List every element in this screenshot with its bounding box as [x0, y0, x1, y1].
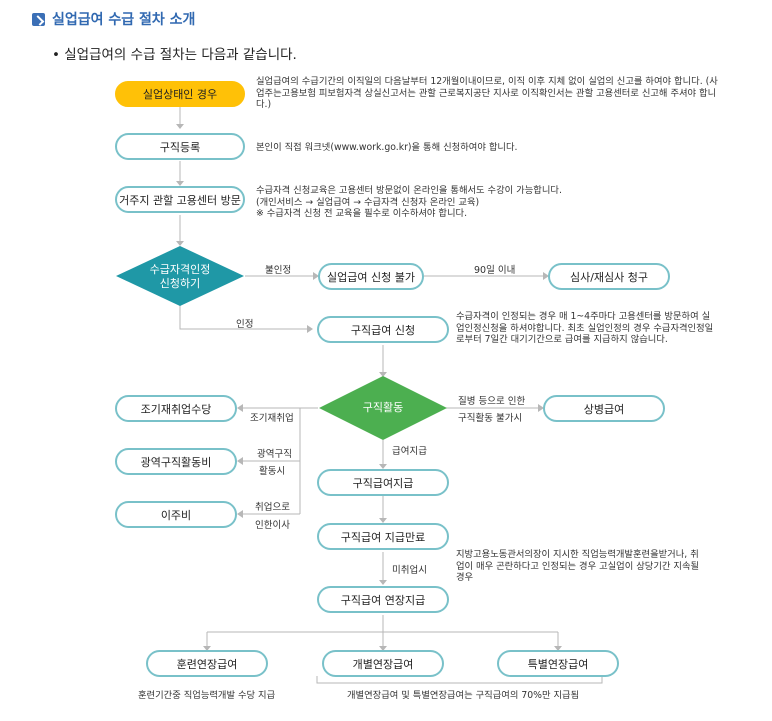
node-early-reemploy: 조기재취업수당: [115, 395, 237, 422]
note-visit-center: 수급자격 신청교육은 고용센터 방문없이 온라인을 통해서도 수강이 가능합니다…: [256, 185, 726, 220]
node-qualify-line2: 신청하기: [159, 277, 201, 290]
edge-label-pay: 급여지급: [392, 446, 427, 457]
edge-label-not-employed: 미취업시: [392, 565, 427, 576]
node-not-allowed: 실업급여 신청 불가: [318, 263, 424, 290]
node-individual-ext: 개별연장급여: [322, 650, 444, 677]
section-title: 실업급여 수급 절차 소개: [52, 12, 196, 28]
node-job-register: 구직등록: [115, 133, 245, 160]
node-job-pay: 구직급여지급: [317, 469, 449, 496]
edge-label-relocation-1: 취업으로: [255, 502, 290, 513]
note-visit-center-line3: ※ 수급자격 신청 전 교육을 필수로 이수하셔야 합니다.: [256, 208, 468, 219]
activity-diamond: [319, 376, 447, 440]
node-wide-area: 광역구직활동비: [115, 448, 237, 475]
node-training-ext: 훈련연장급여: [146, 650, 268, 677]
node-visit-center: 거주지 관할 고용센터 방문: [115, 186, 245, 213]
check-box-icon: [32, 13, 45, 26]
node-qualify: 수급자격인정 신청하기: [128, 263, 232, 291]
edge-label-cannot-search: 구직활동 불가시: [458, 413, 523, 424]
node-relocation: 이주비: [115, 501, 237, 528]
edge-label-relocation-2: 인한이사: [255, 520, 290, 531]
node-pay-end: 구직급여 지급만료: [317, 523, 449, 550]
node-job-activity: 구직활동: [362, 401, 404, 414]
edge-label-wide-area-1: 광역구직: [257, 449, 292, 460]
edge-label-sickness: 질병 등으로 인한: [458, 396, 526, 407]
node-qualify-line1: 수급자격인정: [149, 263, 211, 276]
note-apply: 수급자격이 인정되는 경우 매 1~4주마다 고용센터를 방문하여 실업인정신청…: [456, 311, 714, 345]
note-visit-center-line2: (개인서비스 → 실업급여 → 수급자격 신청자 온라인 교육): [256, 196, 480, 208]
note-training-ext: 훈련기간중 직업능력개발 수당 지급: [138, 690, 276, 701]
edge-label-early-reemploy: 조기재취업: [250, 413, 294, 424]
note-individual-special-ext: 개별연장급여 및 특별연장급여는 구직급여의 70%만 지급됨: [347, 690, 580, 701]
note-extension: 지방고용노동관서의장이 지시한 직업능력개발훈련을받거나, 취업이 매우 곤란하…: [456, 549, 700, 583]
node-unemployed: 실업상태인 경우: [115, 81, 245, 107]
node-extension: 구직급여 연장지급: [317, 586, 449, 613]
edge-label-wide-area-2: 활동시: [259, 466, 286, 477]
edge-label-within-90: 90일 이내: [474, 265, 516, 276]
note-job-register: 본인이 직접 워크넷(www.work.go.kr)을 통해 신청하여야 합니다…: [256, 142, 518, 153]
qualify-diamond: [116, 246, 244, 306]
section-subtitle: • 실업급여의 수급 절차는 다음과 같습니다.: [52, 47, 297, 63]
note-unemployed: 실업급여의 수급기간의 이직일의 다음날부터 12개월이내이므로, 이직 이후 …: [256, 76, 718, 110]
node-special-ext: 특별연장급여: [497, 650, 619, 677]
edge-label-approved: 인정: [236, 319, 254, 330]
note-visit-center-line1: 수급자격 신청교육은 고용센터 방문없이 온라인을 통해서도 수강이 가능합니다…: [256, 185, 562, 196]
node-review: 심사/재심사 청구: [548, 263, 670, 290]
node-apply: 구직급여 신청: [317, 316, 449, 343]
edge-label-disapproved: 불인정: [265, 265, 292, 276]
node-sickness: 상병급여: [543, 395, 665, 422]
